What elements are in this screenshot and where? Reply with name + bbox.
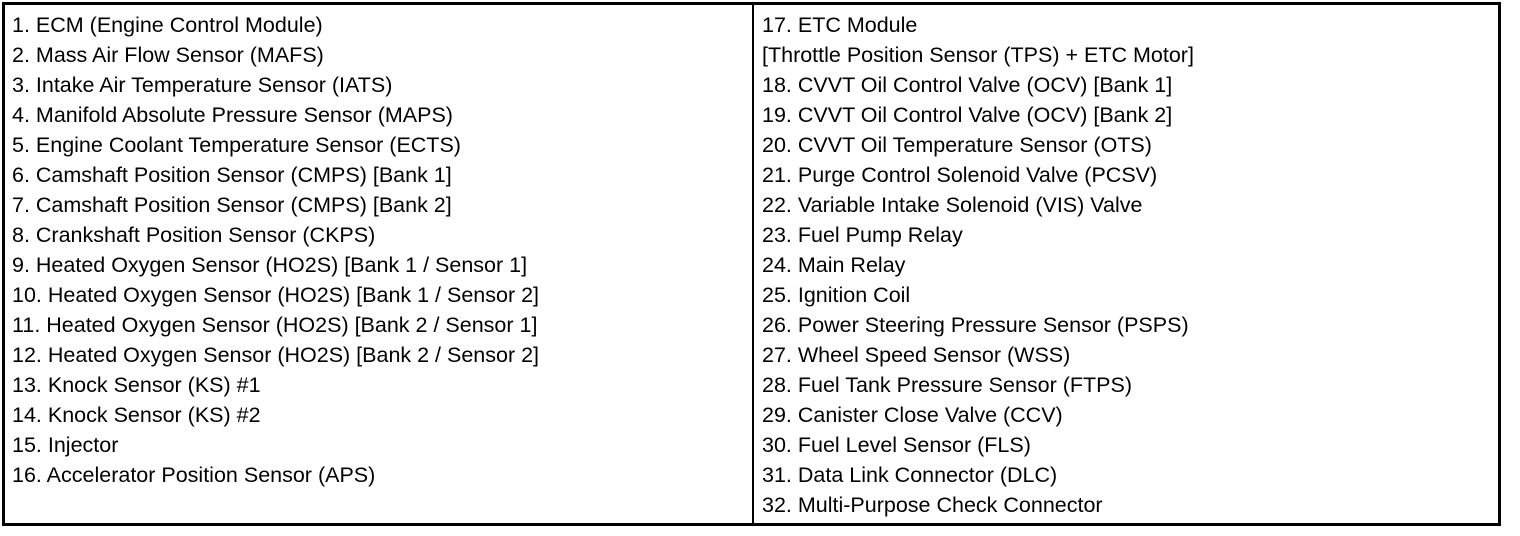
list-item: 2. Mass Air Flow Sensor (MAFS) bbox=[12, 43, 324, 67]
list-item: 7. Camshaft Position Sensor (CMPS) [Bank… bbox=[12, 193, 452, 217]
list-item: 27. Wheel Speed Sensor (WSS) bbox=[762, 343, 1071, 367]
legend-column-left: 1. ECM (Engine Control Module) 2. Mass A… bbox=[5, 5, 754, 523]
list-item: 17. ETC Module bbox=[762, 13, 918, 37]
list-item: 6. Camshaft Position Sensor (CMPS) [Bank… bbox=[12, 163, 452, 187]
list-item: 24. Main Relay bbox=[762, 253, 906, 277]
list-item: 3. Intake Air Temperature Sensor (IATS) bbox=[12, 73, 393, 97]
component-list-right: 17. ETC Module [Throttle Position Sensor… bbox=[754, 5, 1498, 520]
list-item: 19. CVVT Oil Control Valve (OCV) [Bank 2… bbox=[762, 103, 1173, 127]
list-item: 18. CVVT Oil Control Valve (OCV) [Bank 1… bbox=[762, 73, 1173, 97]
list-item: 15. Injector bbox=[12, 433, 119, 457]
list-item: 29. Canister Close Valve (CCV) bbox=[762, 403, 1063, 427]
list-item: 31. Data Link Connector (DLC) bbox=[762, 463, 1058, 487]
list-item: 1. ECM (Engine Control Module) bbox=[12, 13, 323, 37]
list-item: 14. Knock Sensor (KS) #2 bbox=[12, 403, 261, 427]
list-item: 28. Fuel Tank Pressure Sensor (FTPS) bbox=[762, 373, 1133, 397]
list-item: 11. Heated Oxygen Sensor (HO2S) [Bank 2 … bbox=[12, 313, 538, 337]
list-item: 21. Purge Control Solenoid Valve (PCSV) bbox=[762, 163, 1158, 187]
list-item: 8. Crankshaft Position Sensor (CKPS) bbox=[12, 223, 376, 247]
component-list-left: 1. ECM (Engine Control Module) 2. Mass A… bbox=[5, 5, 752, 490]
list-item: 26. Power Steering Pressure Sensor (PSPS… bbox=[762, 313, 1189, 337]
list-item: 20. CVVT Oil Temperature Sensor (OTS) bbox=[762, 133, 1152, 157]
list-item: 12. Heated Oxygen Sensor (HO2S) [Bank 2 … bbox=[12, 343, 540, 367]
list-item: 4. Manifold Absolute Pressure Sensor (MA… bbox=[12, 103, 453, 127]
list-item: 16. Accelerator Position Sensor (APS) bbox=[12, 463, 376, 487]
list-item: [Throttle Position Sensor (TPS) + ETC Mo… bbox=[762, 43, 1194, 67]
list-item: 5. Engine Coolant Temperature Sensor (EC… bbox=[12, 133, 461, 157]
list-item: 25. Ignition Coil bbox=[762, 283, 911, 307]
list-item: 9. Heated Oxygen Sensor (HO2S) [Bank 1 /… bbox=[12, 253, 528, 277]
list-item: 30. Fuel Level Sensor (FLS) bbox=[762, 433, 1031, 457]
list-item: 10. Heated Oxygen Sensor (HO2S) [Bank 1 … bbox=[12, 283, 540, 307]
list-item: 13. Knock Sensor (KS) #1 bbox=[12, 373, 261, 397]
legend-column-right: 17. ETC Module [Throttle Position Sensor… bbox=[754, 5, 1498, 523]
list-item: 23. Fuel Pump Relay bbox=[762, 223, 963, 247]
list-item: 22. Variable Intake Solenoid (VIS) Valve bbox=[762, 193, 1143, 217]
component-legend-box: 1. ECM (Engine Control Module) 2. Mass A… bbox=[2, 2, 1501, 526]
list-item: 32. Multi-Purpose Check Connector bbox=[762, 493, 1103, 517]
